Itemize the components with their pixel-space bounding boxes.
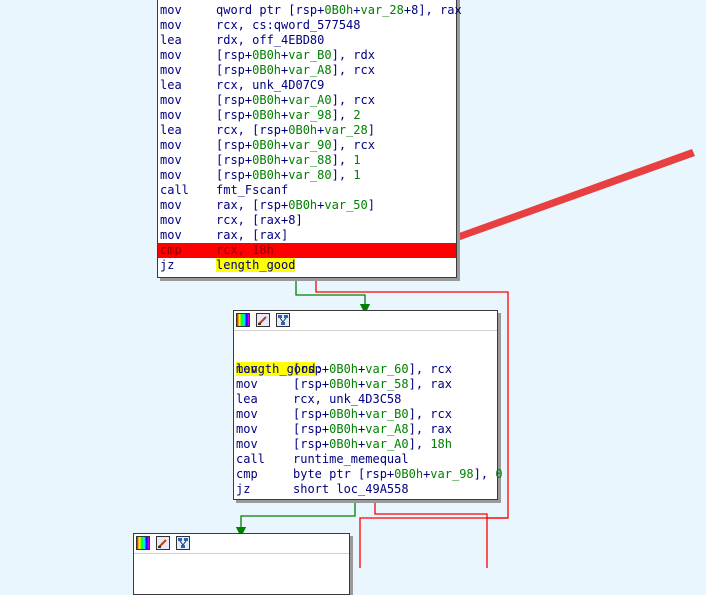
operands: byte ptr [rsp+0B0h+var_98], 0 xyxy=(293,467,503,481)
operands: [rsp+0B0h+var_A0], rcx xyxy=(216,93,375,107)
edge-true-block2 xyxy=(235,500,356,538)
graph-view-icon[interactable] xyxy=(176,536,190,550)
mnemonic: lea xyxy=(236,392,258,406)
mnemonic: mov xyxy=(236,362,258,376)
mnemonic: call xyxy=(160,183,189,197)
mnemonic: mov xyxy=(160,18,182,32)
block1-instruction-14[interactable]: mov rcx, [rax+8] xyxy=(158,213,456,228)
operands: rcx, unk_4D3C58 xyxy=(293,392,402,406)
mnemonic: lea xyxy=(160,123,182,137)
block1-instruction-10[interactable]: mov [rsp+0B0h+var_88], 1 xyxy=(158,153,456,168)
operands: [rsp+0B0h+var_58], rax xyxy=(293,377,452,391)
mnemonic: call xyxy=(236,452,265,466)
block1-instruction-2[interactable]: lea rdx, off_4EBD80 xyxy=(158,33,456,48)
operands: rcx, [rsp+0B0h+var_28] xyxy=(216,123,375,137)
mnemonic: mov xyxy=(160,48,182,62)
code-block-3[interactable] xyxy=(133,533,350,595)
mnemonic: mov xyxy=(160,3,182,17)
block1-instruction-17[interactable]: jz length_good xyxy=(158,258,456,273)
operands: [rsp+0B0h+var_60], rcx xyxy=(293,362,452,376)
operands: short loc_49A558 xyxy=(293,482,409,496)
mnemonic: mov xyxy=(236,377,258,391)
mnemonic: mov xyxy=(160,153,182,167)
edit-node-icon[interactable] xyxy=(256,313,270,327)
block1-instruction-1[interactable]: mov rcx, cs:qword_577548 xyxy=(158,18,456,33)
block2-instruction-8[interactable]: jz short loc_49A558 xyxy=(234,482,497,497)
block1-instruction-6[interactable]: mov [rsp+0B0h+var_A0], rcx xyxy=(158,93,456,108)
operands: rcx, [rax+8] xyxy=(216,213,303,227)
mnemonic: jz xyxy=(160,258,175,272)
operands: length_good xyxy=(216,258,296,273)
block1-instruction-3[interactable]: mov [rsp+0B0h+var_B0], rdx xyxy=(158,48,456,63)
block1-instruction-8[interactable]: lea rcx, [rsp+0B0h+var_28] xyxy=(158,123,456,138)
operands: runtime_memequal xyxy=(293,452,409,466)
block1-instruction-5[interactable]: lea rcx, unk_4D07C9 xyxy=(158,78,456,93)
mnemonic: mov xyxy=(160,63,182,77)
mnemonic: cmp xyxy=(236,467,258,481)
operands: [rsp+0B0h+var_88], 1 xyxy=(216,153,361,167)
mnemonic: cmp xyxy=(160,243,182,257)
operands: rax, [rsp+0B0h+var_50] xyxy=(216,198,375,212)
mnemonic: mov xyxy=(160,213,182,227)
block2-instruction-6[interactable]: call runtime_memequal xyxy=(234,452,497,467)
mnemonic: mov xyxy=(160,108,182,122)
operands: fmt_Fscanf xyxy=(216,183,289,197)
operands: rcx, 18h xyxy=(216,243,274,257)
block1-instruction-13[interactable]: mov rax, [rsp+0B0h+var_50] xyxy=(158,198,456,213)
block1-instruction-16[interactable]: cmp rcx, 18h xyxy=(158,243,456,258)
operands: [rsp+0B0h+var_A8], rax xyxy=(293,422,452,436)
operands: [rsp+0B0h+var_B0], rdx xyxy=(216,48,375,62)
edit-node-icon[interactable] xyxy=(156,536,170,550)
mnemonic: mov xyxy=(160,138,182,152)
operands: [rsp+0B0h+var_A8], rcx xyxy=(216,63,375,77)
operands: [rsp+0B0h+var_B0], rcx xyxy=(293,407,452,421)
color-picker-icon[interactable] xyxy=(136,536,150,550)
edge-false-continue xyxy=(359,517,508,568)
block2-instruction-1[interactable]: mov [rsp+0B0h+var_58], rax xyxy=(234,377,497,392)
block1-instruction-0[interactable]: mov qword ptr [rsp+0B0h+var_28+8], rax xyxy=(158,3,462,18)
mnemonic: mov xyxy=(160,168,182,182)
mnemonic: mov xyxy=(236,407,258,421)
operands: [rsp+0B0h+var_98], 2 xyxy=(216,108,361,122)
operands: rax, [rax] xyxy=(216,228,289,242)
operands: qword ptr [rsp+0B0h+var_28+8], rax xyxy=(216,3,462,17)
mnemonic: mov xyxy=(160,93,182,107)
block3-titlebar xyxy=(134,534,349,554)
block1-instruction-4[interactable]: mov [rsp+0B0h+var_A8], rcx xyxy=(158,63,456,78)
operands: rcx, cs:qword_577548 xyxy=(216,18,361,32)
block1-instruction-11[interactable]: mov [rsp+0B0h+var_80], 1 xyxy=(158,168,456,183)
operands: rdx, off_4EBD80 xyxy=(216,33,325,47)
operands: [rsp+0B0h+var_A0], 18h xyxy=(293,437,452,451)
operands: [rsp+0B0h+var_80], 1 xyxy=(216,168,361,182)
block2-instruction-0[interactable]: mov [rsp+0B0h+var_60], rcx xyxy=(234,362,497,377)
block1-instruction-15[interactable]: mov rax, [rax] xyxy=(158,228,456,243)
operands: rcx, unk_4D07C9 xyxy=(216,78,325,92)
mnemonic: lea xyxy=(160,33,182,47)
block2-titlebar xyxy=(234,311,497,331)
mnemonic: mov xyxy=(160,228,182,242)
block1-instruction-7[interactable]: mov [rsp+0B0h+var_98], 2 xyxy=(158,108,456,123)
mnemonic: jz xyxy=(236,482,251,496)
mnemonic: mov xyxy=(160,198,182,212)
edge-false-block2 xyxy=(374,500,488,568)
block1-instruction-9[interactable]: mov [rsp+0B0h+var_90], rcx xyxy=(158,138,456,153)
mnemonic: mov xyxy=(236,422,258,436)
edge-true-length-good xyxy=(295,278,371,315)
block2-instruction-7[interactable]: cmp byte ptr [rsp+0B0h+var_98], 0 xyxy=(234,467,503,482)
block2-instruction-3[interactable]: mov [rsp+0B0h+var_B0], rcx xyxy=(234,407,497,422)
jump-target-label[interactable]: length_good xyxy=(216,258,296,272)
mnemonic: lea xyxy=(160,78,182,92)
block2-instruction-5[interactable]: mov [rsp+0B0h+var_A0], 18h xyxy=(234,437,497,452)
label-length-good[interactable]: length_good xyxy=(236,362,316,376)
operands: [rsp+0B0h+var_90], rcx xyxy=(216,138,375,152)
graph-view-icon[interactable] xyxy=(276,313,290,327)
block1-instruction-12[interactable]: call fmt_Fscanf xyxy=(158,183,456,198)
block2-instruction-2[interactable]: lea rcx, unk_4D3C58 xyxy=(234,392,497,407)
block2-label-line: length_good: xyxy=(236,362,323,376)
block2-instruction-4[interactable]: mov [rsp+0B0h+var_A8], rax xyxy=(234,422,497,437)
color-picker-icon[interactable] xyxy=(236,313,250,327)
mnemonic: mov xyxy=(236,437,258,451)
